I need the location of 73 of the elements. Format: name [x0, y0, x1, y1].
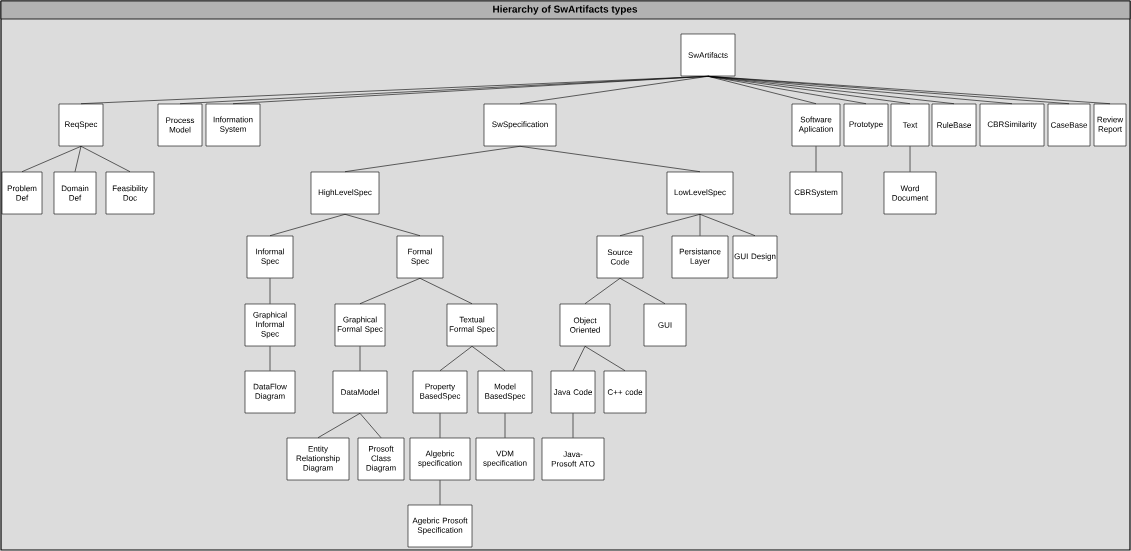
type-box: Entity Relationship Diagram	[286, 437, 350, 481]
connector-line	[699, 214, 701, 236]
type-box: DataModel	[332, 370, 388, 414]
type-box: Java-Prosoft ATO	[541, 437, 605, 481]
connector-line	[619, 278, 666, 304]
connector-line	[419, 278, 473, 304]
connector-line	[584, 278, 621, 304]
type-box: Agebric Prosoft Specification	[407, 504, 473, 548]
type-box: RuleBase	[931, 103, 977, 147]
connector-line	[699, 214, 756, 236]
type-box: Text	[890, 103, 930, 147]
type-box: Information System	[205, 103, 261, 147]
connector-line	[619, 214, 701, 236]
type-box: Word Document	[883, 171, 937, 215]
type-box: Feasibility Doc	[105, 171, 155, 215]
type-box: Java Code	[550, 370, 596, 414]
type-box: VDM specification	[475, 437, 535, 481]
type-box: DataFlow Diagram	[244, 370, 296, 414]
type-box: Process Model	[157, 103, 203, 147]
connector-line	[707, 76, 817, 104]
type-box: Algebric specification	[409, 437, 471, 481]
connector-line	[504, 413, 506, 438]
connector-line	[439, 346, 473, 371]
type-box: Graphical Formal Spec	[334, 303, 386, 347]
type-box: Persistance Layer	[671, 235, 729, 279]
type-box: LowLevelSpec	[666, 171, 734, 215]
type-box: Textual Formal Spec	[446, 303, 498, 347]
type-box: Object Oriented	[559, 303, 611, 347]
connector-line	[359, 346, 361, 371]
connector-line	[572, 413, 574, 438]
connector-line	[21, 146, 82, 172]
connector-line	[269, 278, 271, 304]
type-box: Domain Def	[53, 171, 97, 215]
type-box: SwArtifacts	[680, 33, 736, 77]
connector-line	[439, 413, 441, 438]
connector-line	[359, 413, 382, 438]
type-box: Graphical Informal Spec	[244, 303, 296, 347]
type-box: Property BasedSpec	[412, 370, 468, 414]
type-box: GUI Design	[732, 235, 778, 279]
type-box: Source Code	[596, 235, 644, 279]
type-box: Problem Def	[1, 171, 43, 215]
connector-line	[74, 146, 82, 172]
connector-line	[359, 278, 421, 304]
connector-line	[269, 214, 346, 236]
connector-line	[815, 146, 817, 172]
type-box: CBRSystem	[789, 171, 843, 215]
type-box: GUI	[643, 303, 687, 347]
type-box: Formal Spec	[396, 235, 444, 279]
type-box: C++ code	[603, 370, 647, 414]
connector-line	[471, 346, 506, 371]
type-box: CaseBase	[1047, 103, 1091, 147]
connector-line	[519, 146, 701, 172]
connector-line	[519, 76, 709, 104]
type-box: SwSpecification	[483, 103, 557, 147]
connector-line	[344, 214, 421, 236]
type-box: Software Aplication	[791, 103, 841, 147]
connector-line	[80, 146, 131, 172]
type-box: ReqSpec	[58, 103, 104, 147]
type-box: Model BasedSpec	[477, 370, 533, 414]
connector-line	[269, 346, 271, 371]
connector-line	[584, 346, 626, 371]
type-box: Review Report	[1093, 103, 1127, 147]
connector-line	[344, 146, 521, 172]
connector-line	[317, 413, 361, 438]
connector-line	[909, 146, 911, 172]
connector-line	[572, 346, 586, 371]
type-box: Prototype	[843, 103, 889, 147]
type-box: HighLevelSpec	[310, 171, 380, 215]
type-box: CBRSimilarity	[979, 103, 1045, 147]
title-bar: Hierarchy of SwArtifacts types	[0, 0, 1131, 20]
type-box: Informal Spec	[246, 235, 294, 279]
connector-line	[439, 480, 441, 505]
type-box: Prosoft Class Diagram	[357, 437, 405, 481]
